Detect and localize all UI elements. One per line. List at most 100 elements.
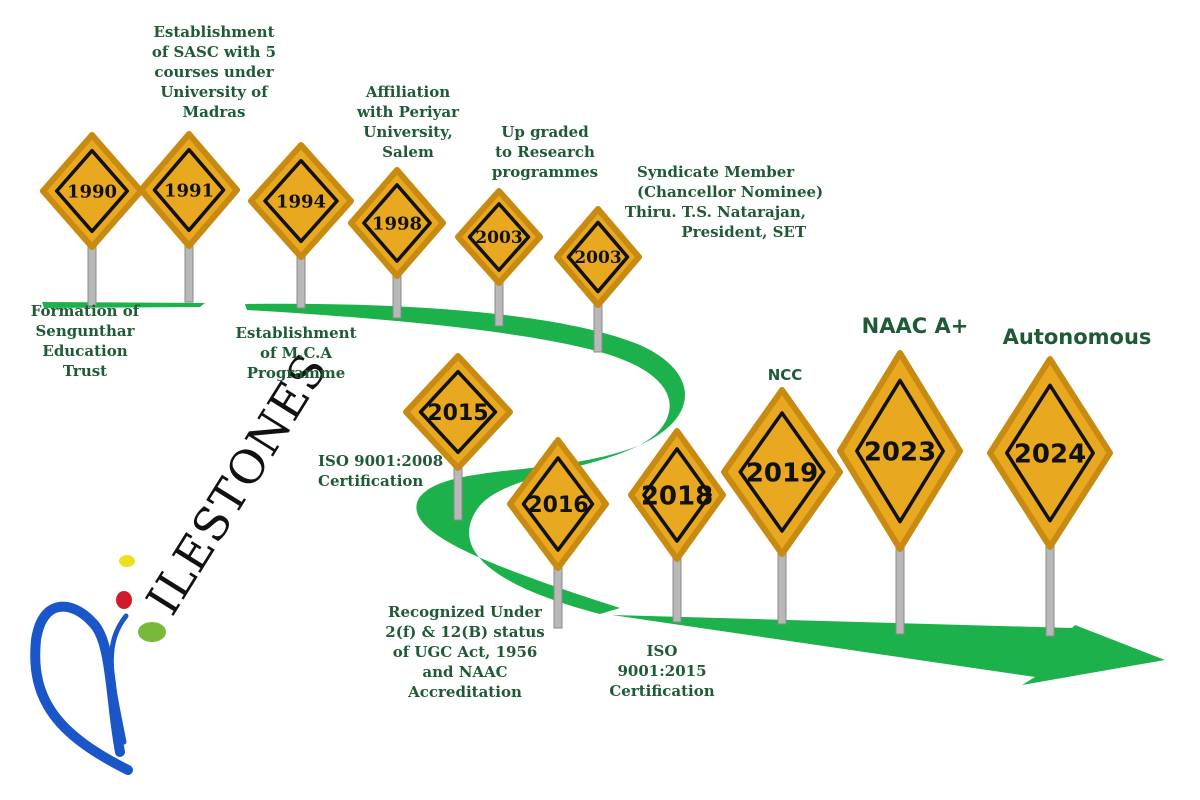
caption-line: with Periyar <box>356 103 460 121</box>
caption-line: Salem <box>382 143 434 161</box>
sign-diamond <box>837 350 963 552</box>
sign-diamond <box>507 437 609 571</box>
caption-line: University of <box>160 83 269 101</box>
sign-inner-border <box>362 183 432 263</box>
sign-post-2019 <box>777 547 787 625</box>
milestone-sign-1994: 1994 <box>248 142 354 260</box>
caption-line: Certification <box>609 682 714 700</box>
caption-line: Establishment <box>235 324 356 342</box>
caption-line: Affiliation <box>365 83 450 101</box>
milestone-sign-1990: 1990 <box>40 132 144 250</box>
sign-diamond <box>455 188 543 286</box>
road-main <box>245 303 685 614</box>
milestone-sign-2003: 2003 <box>554 206 642 308</box>
logo-dot-green <box>138 622 166 642</box>
logo-dot-yellow <box>119 555 135 567</box>
sign-post-2023 <box>895 542 905 635</box>
sign-post-1990 <box>87 240 97 307</box>
caption-line: and NAAC <box>422 663 507 681</box>
sign-diamond <box>987 356 1113 550</box>
sign-inner-border <box>467 202 531 272</box>
caption-line: Up graded <box>501 123 589 141</box>
caption-line: Syndicate Member <box>637 163 795 181</box>
caption-line: 2(f) & 12(B) status <box>385 623 544 641</box>
milestone-sign-2019: 2019 <box>721 387 843 557</box>
milestone-caption-2003: Up graded to Research programmes <box>492 123 598 181</box>
milestone-caption-2016: Recognized Under 2(f) & 12(B) status of UG… <box>385 603 544 701</box>
milestone-caption-2023: NAAC A+ <box>862 314 969 338</box>
caption-line: programmes <box>492 163 598 181</box>
caption-line: NCC <box>768 366 803 384</box>
sign-year: 2015 <box>427 401 488 426</box>
sign-inner-border <box>738 411 826 533</box>
sign-post-1991 <box>184 239 194 303</box>
caption-line: (Chancellor Nominee) <box>637 183 823 201</box>
caption-line: Recognized Under <box>388 603 543 621</box>
sign-year: 1998 <box>372 213 422 234</box>
caption-line: of M.C.A <box>260 344 332 362</box>
caption-line: Formation of <box>31 302 141 320</box>
sign-inner-border <box>1005 383 1095 523</box>
sign-year: 1994 <box>276 191 326 212</box>
sign-post-2016 <box>553 561 563 629</box>
sign-diamond <box>721 387 843 557</box>
caption-line: Trust <box>63 362 107 380</box>
road <box>42 302 1165 685</box>
sign-year: 2003 <box>574 248 621 268</box>
sign-diamond <box>40 132 144 250</box>
sign-year: 2003 <box>475 228 522 248</box>
road-segment-start <box>42 302 205 308</box>
sign-year: 2023 <box>864 437 936 467</box>
milestone-sign-2016: 2016 <box>507 437 609 571</box>
sign-inner-border <box>263 158 339 244</box>
milestone-caption-2024: Autonomous <box>1003 325 1152 349</box>
sign-inner-border <box>152 147 226 233</box>
caption-line: University, <box>363 123 452 141</box>
sign-diamond <box>248 142 354 260</box>
milestone-sign-2015: 2015 <box>403 353 513 471</box>
sign-year: 2024 <box>1014 439 1086 469</box>
sign-inner-border <box>418 369 498 455</box>
sign-posts <box>87 239 1055 637</box>
caption-line: 9001:2015 <box>617 662 706 680</box>
caption-line: courses under <box>154 63 274 81</box>
caption-line: Programme <box>247 364 346 382</box>
caption-line: ISO <box>647 642 678 660</box>
milestone-sign-2023: 2023 <box>837 350 963 552</box>
sign-post-2024 <box>1045 540 1055 637</box>
milestones-logo: ILESTONES <box>30 344 339 775</box>
logo-text: ILESTONES <box>136 344 339 624</box>
sign-inner-border <box>642 447 712 543</box>
milestone-caption-2003: Syndicate Member (Chancellor Nominee) Thir… <box>625 163 823 241</box>
caption-line: Certification <box>318 472 423 490</box>
sign-post-2018 <box>672 552 682 623</box>
caption-line: Thiru. T.S. Natarajan, <box>625 203 806 221</box>
sign-year: 2018 <box>641 481 713 511</box>
milestone-caption-2019: NCC <box>768 366 803 384</box>
caption-line: of UGC Act, 1956 <box>393 643 538 661</box>
milestone-sign-2018: 2018 <box>628 428 726 562</box>
milestone-sign-2024: 2024 <box>987 356 1113 550</box>
sign-inner-border <box>521 456 595 552</box>
caption-line: Madras <box>183 103 246 121</box>
sign-diamond <box>554 206 642 308</box>
sign-diamond <box>403 353 513 471</box>
sign-diamond <box>138 131 240 249</box>
caption-line: NAAC A+ <box>862 314 969 338</box>
caption-line: to Research <box>495 143 595 161</box>
caption-line: Autonomous <box>1003 325 1152 349</box>
milestone-sign-2003: 2003 <box>455 188 543 286</box>
caption-line: of SASC with 5 <box>152 43 276 61</box>
milestone-sign-1998: 1998 <box>348 167 446 279</box>
sign-diamond <box>348 167 446 279</box>
sign-diamond <box>628 428 726 562</box>
sign-inner-border <box>855 378 945 524</box>
road-arrow <box>612 615 1165 685</box>
caption-line: President, SET <box>681 223 806 241</box>
